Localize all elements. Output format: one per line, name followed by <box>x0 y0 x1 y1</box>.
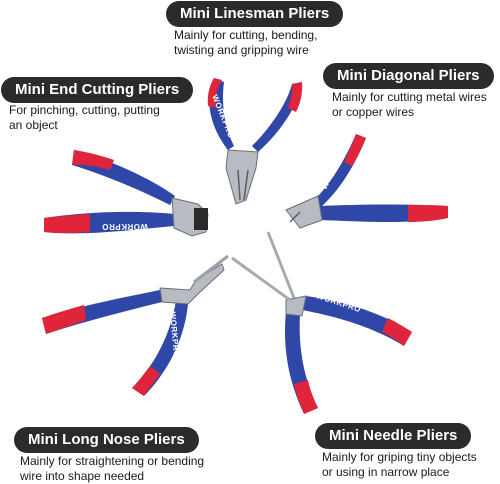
long-nose-pliers-description: Mainly for straightening or bending wire… <box>20 454 204 484</box>
end-cutting-pliers-description: For pinching, cutting, putting an object <box>9 103 160 133</box>
needle-pliers-description: Mainly for griping tiny objects or using… <box>322 450 477 480</box>
long-nose-pliers-image: WORKPRO <box>42 254 229 396</box>
end-cutting-brand-logo: WORKPRO <box>102 222 148 231</box>
needle-desc-line-1: Mainly for griping tiny objects <box>322 450 477 464</box>
long-nose-pliers-title: Mini Long Nose Pliers <box>14 427 199 453</box>
needle-pliers-title: Mini Needle Pliers <box>315 423 472 449</box>
end-cutting-desc-line-2: an object <box>9 118 58 132</box>
linesman-pliers-image: WORKPRO <box>207 78 303 205</box>
end-cutting-pliers-image: WORKPRO <box>44 150 209 237</box>
end-cutting-desc-line-1: For pinching, cutting, putting <box>9 103 160 117</box>
long-nose-brand-logo: WORKPRO <box>168 311 181 358</box>
linesman-desc-line-2: twisting and gripping wire <box>174 43 309 57</box>
diagonal-pliers-image: WORKPRO <box>285 134 448 229</box>
linesman-pliers-description: Mainly for cutting, bending, twisting an… <box>174 28 317 58</box>
needle-desc-line-2: or using in narrow place <box>322 465 450 479</box>
linesman-desc-line-1: Mainly for cutting, bending, <box>174 28 318 42</box>
needle-pliers-image: WORKPRO <box>231 231 412 414</box>
diagonal-desc-line-2: or copper wires <box>332 105 415 119</box>
linesman-pliers-title: Mini Linesman Pliers <box>166 1 344 27</box>
end-cutting-pliers-title: Mini End Cutting Pliers <box>1 77 194 103</box>
diagonal-pliers-title: Mini Diagonal Pliers <box>323 63 494 89</box>
diagonal-desc-line-1: Mainly for cutting metal wires <box>332 90 487 104</box>
long-nose-desc-line-1: Mainly for straightening or bending <box>20 454 205 468</box>
diagonal-pliers-description: Mainly for cutting metal wires or copper… <box>332 90 487 120</box>
long-nose-desc-line-2: wire into shape needed <box>20 469 145 483</box>
